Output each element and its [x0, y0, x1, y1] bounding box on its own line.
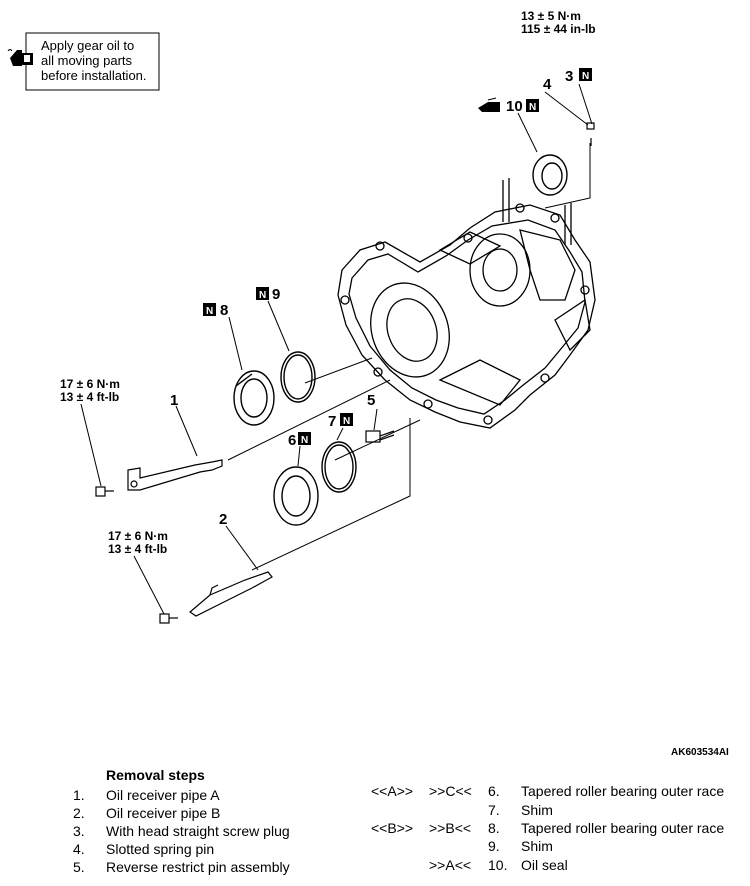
- callout-1: 1: [170, 392, 178, 409]
- step-text: Slotted spring pin: [106, 841, 215, 857]
- n-mark-9: N: [256, 287, 269, 301]
- n-mark-3-text: N: [582, 71, 589, 82]
- step-number: 3.: [73, 823, 85, 839]
- callout-7: 7: [328, 413, 336, 430]
- code-b-left: <<B>>: [371, 820, 414, 836]
- n-mark-8: N: [203, 303, 216, 317]
- figure-id: AK603534AI: [671, 747, 729, 758]
- oil-can-icon: [7, 49, 33, 66]
- step-text: Oil receiver pipe A: [106, 787, 220, 803]
- restrict-pin-assembly-5: [365, 430, 395, 443]
- oil-can-icon-small: [478, 97, 500, 112]
- leader-lines: [80, 83, 593, 615]
- torque-bolt1-nm: 17 ± 6 N·m: [60, 377, 120, 391]
- note-line-1: Apply gear oil to: [41, 38, 134, 53]
- oil-receiver-pipe-a: [127, 459, 223, 491]
- step-number: 5.: [73, 859, 85, 875]
- code-c-right: >>C<<: [429, 783, 472, 799]
- callout-8: 8: [220, 302, 228, 319]
- step-text: Reverse restrict pin assembly: [106, 859, 290, 875]
- shim-7: [321, 441, 357, 493]
- step-number: 1.: [73, 787, 85, 803]
- step-text: Oil receiver pipe B: [106, 805, 221, 821]
- callout-4: 4: [543, 76, 552, 93]
- n-mark-8-text: N: [206, 306, 213, 317]
- step-text: Tapered roller bearing outer race: [521, 783, 725, 799]
- note-line-3: before installation.: [41, 68, 147, 83]
- callout-6: 6: [288, 432, 296, 449]
- step-number: 7.: [488, 802, 500, 818]
- removal-steps-title: Removal steps: [106, 767, 205, 783]
- torque-bolt2-ftlb: 13 ± 4 ft-lb: [108, 542, 167, 556]
- callout-3: 3: [565, 68, 573, 85]
- n-mark-10: N: [526, 99, 539, 113]
- torque-plug-nm: 13 ± 5 N·m: [521, 9, 581, 23]
- torque-bolt1-ftlb: 13 ± 4 ft-lb: [60, 390, 119, 404]
- oil-receiver-pipe-b: [189, 571, 273, 617]
- torque-plug-inlb: 115 ± 44 in-lb: [521, 22, 596, 36]
- step-text: Oil seal: [521, 857, 568, 873]
- step-number: 6.: [488, 783, 500, 799]
- bolt-pipe-b: [159, 613, 178, 624]
- callout-2: 2: [219, 511, 227, 528]
- step-text: Shim: [521, 838, 553, 854]
- step-number: 2.: [73, 805, 85, 821]
- step-number: 8.: [488, 820, 500, 836]
- n-mark-3: N: [579, 68, 592, 82]
- step-number: 10.: [488, 857, 508, 873]
- n-mark-9-text: N: [259, 290, 266, 301]
- transaxle-case: [337, 178, 596, 429]
- n-mark-10-text: N: [529, 102, 536, 113]
- torque-bolt2-nm: 17 ± 6 N·m: [108, 529, 168, 543]
- step-text: Shim: [521, 802, 553, 818]
- bolt-pipe-a: [95, 486, 114, 497]
- note-box: Apply gear oil to all moving parts befor…: [7, 32, 160, 91]
- code-a-left: <<A>>: [371, 783, 414, 799]
- step-number: 4.: [73, 841, 85, 857]
- callout-5: 5: [367, 392, 375, 409]
- bearing-race-6: [273, 466, 319, 526]
- n-mark-6: N: [298, 432, 311, 446]
- code-b-right: >>B<<: [429, 820, 472, 836]
- n-mark-6-text: N: [301, 435, 308, 446]
- bearing-race-8: [233, 370, 275, 426]
- n-mark-7-text: N: [343, 416, 350, 427]
- callout-10: 10: [506, 98, 523, 115]
- code-a-right: >>A<<: [429, 857, 472, 873]
- callout-9: 9: [272, 286, 280, 303]
- note-line-2: all moving parts: [41, 53, 133, 68]
- screw-plug-3: [586, 122, 595, 130]
- n-mark-7: N: [340, 413, 353, 427]
- shim-9: [280, 351, 316, 403]
- oil-seal-10: [532, 154, 568, 196]
- step-number: 9.: [488, 838, 500, 854]
- step-text: Tapered roller bearing outer race: [521, 820, 725, 836]
- step-text: With head straight screw plug: [106, 823, 290, 839]
